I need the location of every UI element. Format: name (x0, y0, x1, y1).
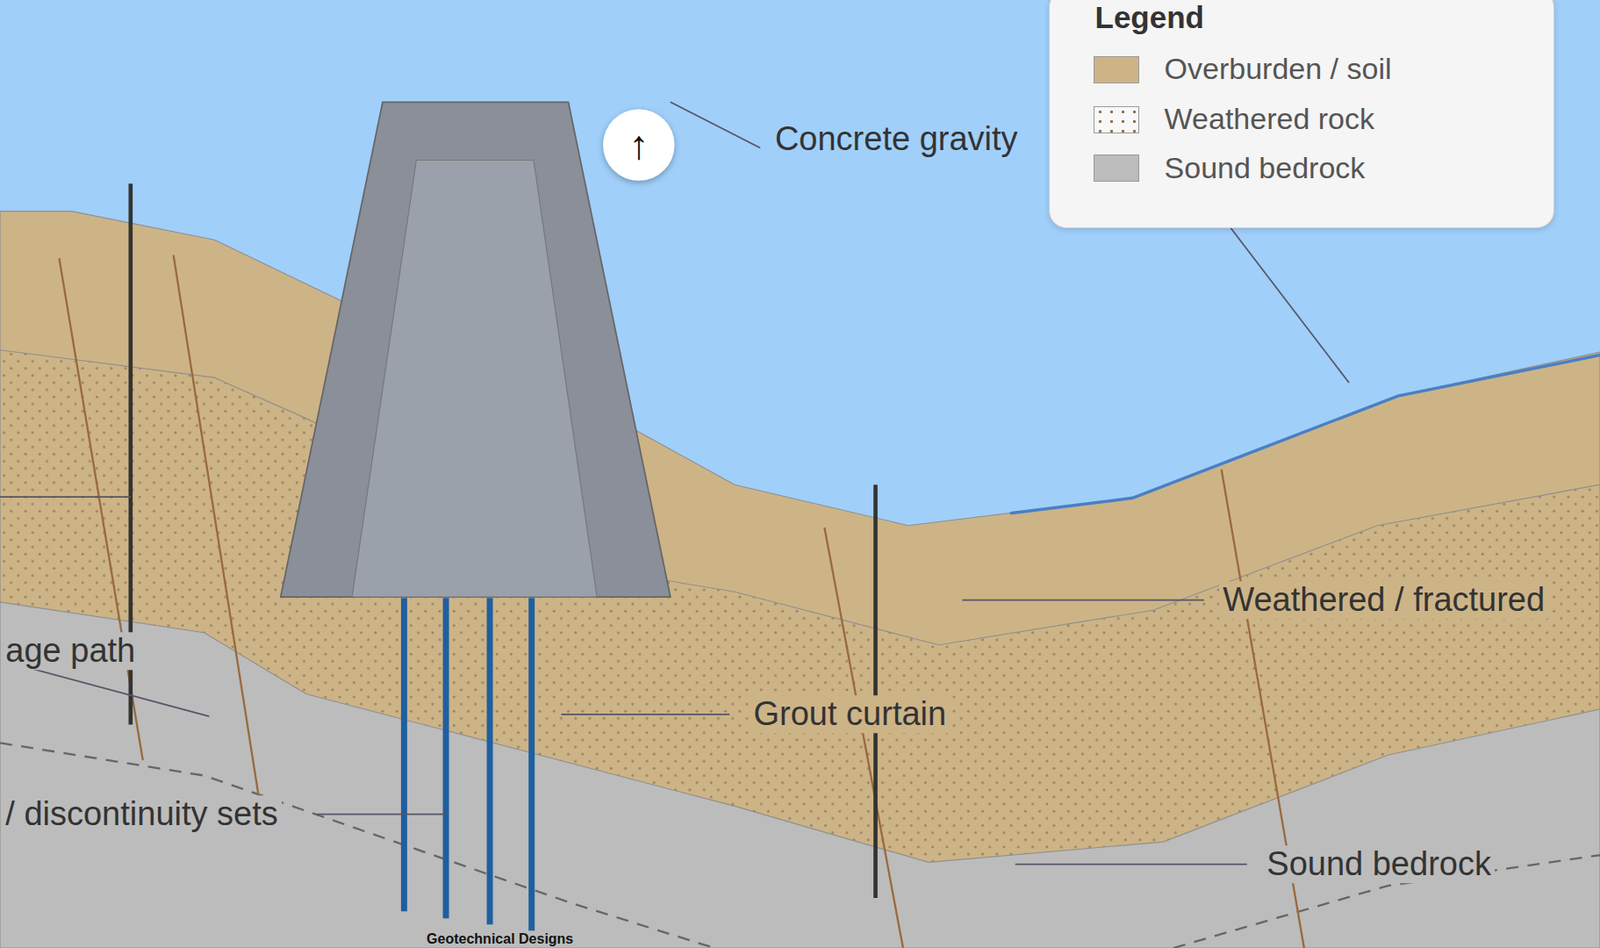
bedrock-label: Sound bedrock (1262, 845, 1495, 884)
legend-text: Sound bedrock (1164, 150, 1366, 186)
legend-text: Overburden / soil (1164, 52, 1392, 87)
legend-swatch (1093, 56, 1140, 84)
fracture-lines (58, 255, 1304, 948)
watermark: Geotechnical Designs (426, 930, 574, 947)
dam-outer (280, 101, 671, 597)
seepage-label: age path (1, 631, 139, 671)
dam-inner (351, 160, 597, 598)
icon-circle (602, 108, 675, 180)
overburden-layer (0, 211, 1600, 948)
weathered-label: Weathered / fractured (1219, 581, 1549, 620)
sound-bedrock-layer (0, 602, 1600, 948)
discontinuity-dashed (0, 742, 715, 948)
legend-swatch (1093, 154, 1140, 182)
shoreline (1010, 355, 1600, 514)
grout-label: Grout curtain (750, 695, 951, 734)
icon-arrow: ↑ (628, 121, 649, 169)
legend-swatch (1093, 106, 1140, 134)
weathered-rock-layer (0, 350, 1600, 948)
dam-label: Concrete gravity (771, 120, 1022, 159)
legend-title: Legend (1095, 0, 1205, 36)
legend-text: Weathered rock (1164, 101, 1375, 137)
discontinuity-label: / discontinuity sets (1, 795, 281, 834)
grout-curtain (403, 597, 531, 931)
